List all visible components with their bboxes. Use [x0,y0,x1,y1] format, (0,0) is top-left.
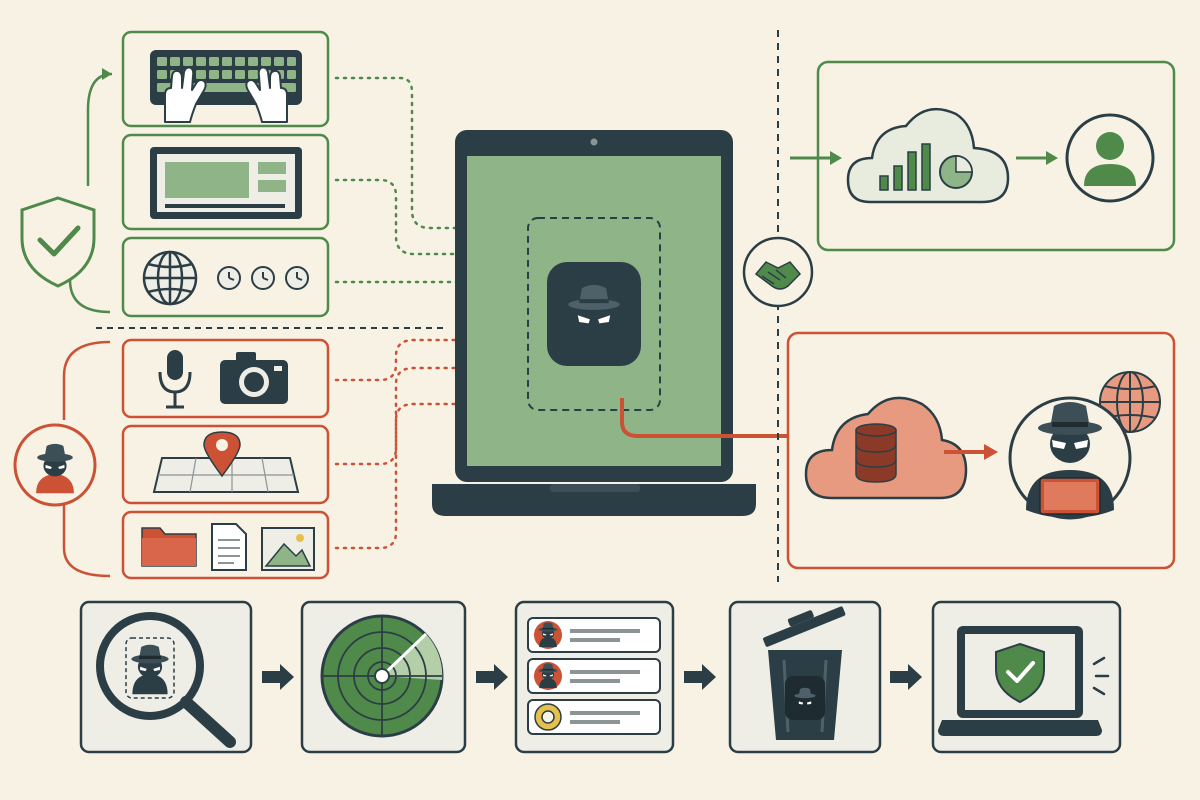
step-review[interactable] [514,600,675,754]
radar-icon [320,614,444,738]
app-focus-box [527,217,661,411]
microphone-icon [158,350,192,409]
trash-icon [763,606,846,740]
document-icon [211,523,247,571]
user-icon [1065,113,1155,203]
handshake-icon [742,236,814,308]
step-remove[interactable] [728,598,882,754]
clock-icon [285,266,309,290]
folder-icon [141,527,197,567]
globe-icon [142,250,198,306]
legitimate-permissions [121,30,330,318]
malicious-bracket [62,340,111,578]
cloud-analytics-icon [846,107,1010,204]
camera-icon [220,352,288,404]
malicious-connectors [334,338,530,550]
cloud-database-icon [804,396,968,500]
magnifier-spy-icon [96,612,236,748]
flow-arrow [944,444,998,460]
hacker-icon [1008,396,1132,520]
clock-icon [217,266,241,290]
step-detect[interactable] [300,600,467,754]
step-scan[interactable] [79,600,253,754]
step-arrow [684,664,716,690]
shield-check-icon [20,196,96,288]
image-icon [261,527,315,571]
spy-icon [13,423,97,507]
step-arrow [476,664,508,690]
laptop-shield-icon [938,626,1110,736]
threat-list-icon [527,617,661,735]
clock-icon [251,266,275,290]
monitor-window-icon [150,147,302,219]
step-arrow [262,664,294,690]
legitimate-bracket [68,68,113,314]
malicious-permissions [121,338,330,580]
hands-icon [164,66,288,123]
location-pin-icon [203,431,241,478]
step-protected[interactable] [931,600,1122,754]
spyware-app-icon[interactable] [547,262,641,366]
step-arrow [890,664,922,690]
map-icon [152,457,300,493]
flow-arrow [1016,151,1058,165]
legitimate-outcome [790,60,1176,252]
remediation-process [79,598,1122,754]
entry-arrow [790,151,842,165]
malicious-outcome [786,331,1176,570]
